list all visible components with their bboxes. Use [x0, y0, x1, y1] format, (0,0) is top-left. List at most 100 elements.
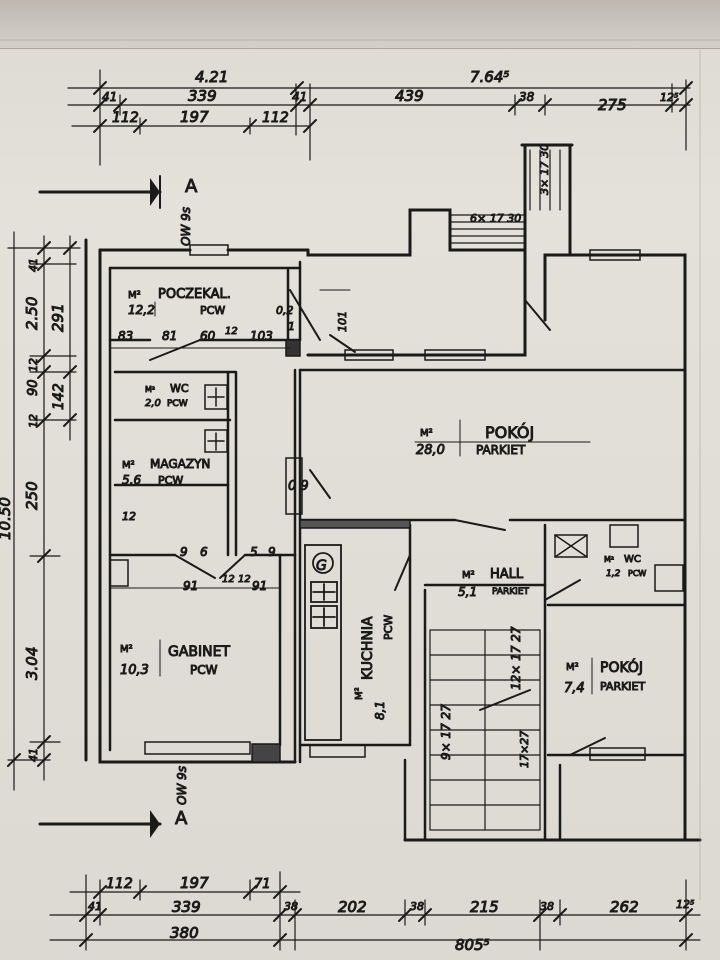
- section-letter-top: A: [185, 176, 198, 197]
- room-area: 5,6: [122, 473, 141, 487]
- paper-edge: [0, 0, 720, 49]
- room-unit: M²: [566, 662, 579, 673]
- dim-left-291: 291: [49, 303, 67, 332]
- dim-top-41b: 41: [292, 90, 307, 104]
- stairs-upper-right-label: 3× 17 30: [538, 144, 551, 195]
- dim-bottom-339: 339: [172, 898, 201, 916]
- dim-int-5: 5: [250, 545, 258, 559]
- dim-int-12b: 12: [122, 510, 136, 523]
- room-floor: PARKIET: [600, 680, 646, 693]
- windows: [144, 244, 646, 761]
- left-dimension-chain: [7, 231, 81, 791]
- dim-int-1: 1: [288, 320, 295, 333]
- stove-label: G: [316, 558, 327, 574]
- dim-int-12a: 12: [225, 326, 238, 337]
- dim-left-250-mid: 250: [23, 481, 41, 510]
- interior-dim-lines: [109, 289, 351, 589]
- dim-int-9a: 9: [180, 545, 188, 559]
- dim-top-38: 38: [519, 90, 535, 104]
- chimney-label: 0 9: [288, 479, 309, 494]
- room-hall: M² HALL 5,1 PARKIET: [458, 567, 531, 600]
- dim-bottom-38c: 38: [540, 900, 554, 913]
- top-dimension-chain: [67, 69, 693, 166]
- room-unit: M²: [122, 460, 135, 471]
- room-name: HALL: [490, 567, 524, 582]
- dim-top-197: 197: [180, 108, 209, 126]
- dim-top-125: 12⁵: [660, 91, 678, 104]
- room-floor: PCW: [628, 569, 646, 578]
- stairs-main: [429, 629, 541, 831]
- dim-int-02: 0,2: [276, 304, 294, 317]
- window-label-top: OW 9s: [179, 207, 193, 246]
- dim-left-12b: 12: [27, 414, 40, 428]
- dim-int-91b: 91: [252, 579, 267, 593]
- dim-bottom-8055: 805⁵: [455, 936, 490, 954]
- room-name: GABINET: [168, 644, 230, 660]
- exterior-walls: [84, 143, 702, 842]
- room-unit: M²: [604, 555, 614, 564]
- sanitary-fixtures: [109, 384, 684, 592]
- dim-bottom-38b: 38: [410, 900, 424, 913]
- room-pokoj-small: M² POKÓJ 7,4 PARKIET: [564, 657, 646, 697]
- dim-int-103: 103: [250, 329, 273, 343]
- dim-left-41-top: 41: [27, 258, 40, 272]
- dim-int-101: 101: [336, 311, 349, 332]
- dim-left-142: 142: [51, 383, 67, 410]
- stairs-mid-label: 17×27: [518, 731, 531, 768]
- dim-top-275: 275: [598, 96, 627, 114]
- dim-bottom-215: 215: [470, 898, 499, 916]
- dim-bottom-380: 380: [170, 924, 199, 942]
- dim-int-60: 60: [200, 329, 216, 343]
- dim-int-83: 83: [118, 329, 133, 343]
- dim-int-91a: 91: [183, 579, 198, 593]
- room-kuchnia: M² KUCHNIA 8,1 PCW: [354, 614, 396, 720]
- room-unit: M²: [120, 644, 133, 655]
- bottom-dimension-chain: [49, 871, 701, 951]
- stairs-upper: [449, 149, 561, 244]
- dim-left-41-bottom: 41: [27, 748, 40, 762]
- section-marker-top: [38, 175, 162, 209]
- dim-int-12c: 12: [222, 574, 235, 585]
- room-magazyn: M² MAGAZYN 5,6 PCW: [122, 457, 211, 488]
- room-floor: PCW: [158, 474, 183, 487]
- dim-int-9b: 9: [268, 545, 276, 559]
- room-name: POKÓJ: [485, 423, 534, 442]
- dim-int-81: 81: [162, 329, 177, 343]
- room-poczekalnia: M² POCZEKAL. 12,2 PCW: [128, 287, 232, 318]
- stairs-left-label: 9× 17 27: [439, 704, 453, 760]
- stairs-right-label: 12× 17 27: [509, 626, 523, 690]
- dim-bottom-125: 12⁵: [676, 898, 694, 911]
- ghost-lines: [0, 39, 720, 901]
- room-floor: PCW: [382, 615, 395, 640]
- room-name: POKÓJ: [600, 658, 643, 676]
- room-floor: PCW: [200, 304, 225, 317]
- dim-left-12a: 12: [27, 358, 40, 372]
- room-unit: M²: [462, 570, 475, 581]
- room-area: 1,2: [606, 569, 621, 579]
- stairs-upper-label: 6× 17 30: [470, 212, 521, 225]
- room-area: 10,3: [120, 663, 149, 678]
- room-area: 5,1: [458, 585, 477, 599]
- room-name: WC: [170, 382, 189, 395]
- dim-top-112b: 112: [262, 110, 289, 126]
- room-name: WC: [624, 554, 641, 565]
- room-wc-right: M² WC 1,2 PCW: [604, 554, 647, 580]
- dim-bottom-112: 112: [106, 876, 133, 892]
- room-name: MAGAZYN: [150, 457, 210, 471]
- dim-total-right: 7.64⁵: [470, 68, 509, 86]
- dim-int-6: 6: [200, 545, 208, 559]
- dim-bottom-38a: 38: [284, 900, 298, 913]
- room-area: 8,1: [373, 701, 387, 720]
- dim-bottom-202: 202: [338, 898, 367, 916]
- room-unit: M²: [145, 385, 155, 394]
- dim-top-439: 439: [395, 87, 424, 105]
- dim-total-left: 4.21: [195, 68, 228, 86]
- room-name: POCZEKAL.: [158, 287, 231, 302]
- room-gabinet: M² GABINET 10,3 PCW: [120, 639, 231, 679]
- dim-int-12d: 12: [238, 574, 251, 585]
- dim-left-250-top: 2.50: [23, 297, 41, 330]
- room-area: 2,0: [145, 398, 161, 409]
- room-floor: PCW: [167, 399, 188, 409]
